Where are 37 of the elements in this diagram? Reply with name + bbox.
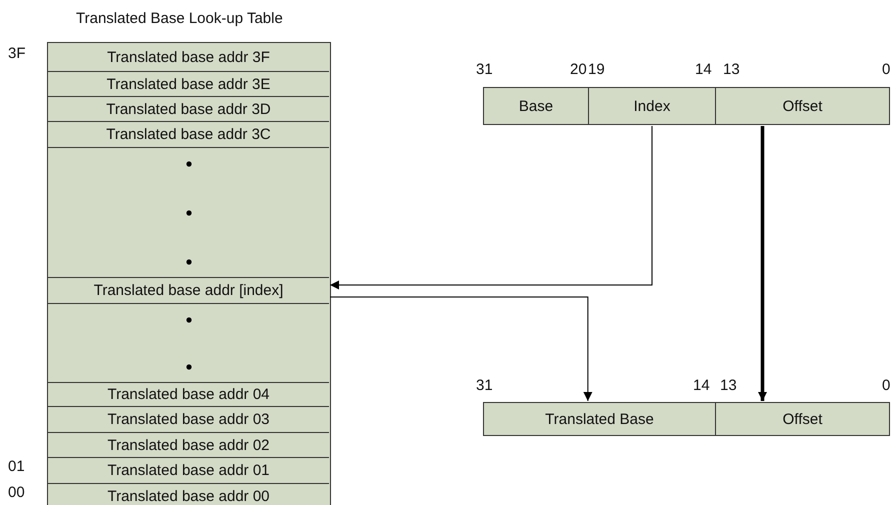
bit-number: 31 [476,378,493,394]
row-text: Translated base addr 3F [107,48,270,66]
bit-number: 19 [588,62,605,78]
row-text: Translated Base [545,410,654,428]
row-text: Offset [782,98,822,114]
register-field [483,402,716,436]
bit-number: 13 [723,62,740,78]
table-title: Translated Base Look-up Table [76,11,283,27]
address-label: 3F [8,46,26,62]
bit-number: 14 [693,378,710,394]
register-field [588,87,716,125]
row-text: Translated base addr 04 [107,386,270,403]
arrow [758,126,767,401]
row-text: Translated base addr 02 [107,436,270,454]
row-text: Translated base addr 03 [107,411,270,428]
bit-number: 0 [882,62,890,78]
address-label: 01 [8,459,25,475]
row-text: Offset [782,410,822,428]
address-label: 00 [8,485,25,501]
register-field [715,87,890,125]
row-text: Translated base addr 3E [106,76,270,92]
bit-number: 0 [882,378,890,394]
bit-number: 20 [570,62,587,78]
bit-number: 14 [695,62,712,78]
arrow [330,296,592,402]
row-text: Translated base addr 01 [107,462,270,479]
bit-number: 13 [720,378,737,394]
row-text: Base [518,98,554,114]
row-text: Translated base addr 3C [106,126,271,143]
row-text: Index [634,98,670,114]
bit-number: 31 [476,62,493,78]
arrow [330,126,652,290]
row-text: Translated base addr [index] [94,282,284,299]
register-field [483,87,589,125]
register-field [715,402,890,436]
row-text: Translated base addr 00 [107,488,270,505]
row-text: Translated base addr 3D [106,100,271,118]
